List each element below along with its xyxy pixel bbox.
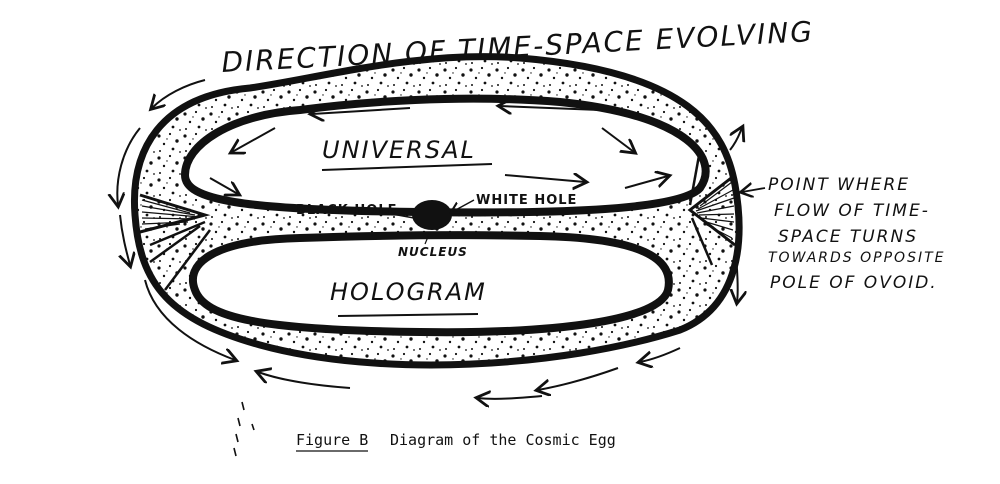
nucleus-dot: [412, 200, 452, 230]
point-note-pointer: [742, 188, 766, 192]
hologram-lobe: [188, 231, 673, 337]
hologram-underline: [337, 313, 479, 317]
outer-egg-outline: [130, 53, 743, 369]
figure-label: Figure B: [296, 431, 368, 449]
point-note: POINT WHERE FLOW OF TIME- SPACE TURNS TO…: [768, 175, 945, 293]
point-note-line-1: POINT WHERE: [768, 175, 910, 195]
universal-underline: [321, 163, 493, 171]
point-note-line-4: TOWARDS OPPOSITE: [768, 250, 945, 266]
caption-text: Diagram of the Cosmic Egg: [390, 431, 616, 449]
point-note-line-5: POLE OF OVOID.: [770, 273, 938, 293]
universal-label: UNIVERSAL: [322, 136, 476, 164]
hologram-label: HOLOGRAM: [330, 278, 487, 306]
white-hole-pointer: [452, 199, 475, 212]
inner-flow-arrows: [209, 106, 668, 194]
point-note-line-3: SPACE TURNS: [778, 227, 918, 247]
white-hole-label: WHITE HOLE: [476, 193, 577, 208]
black-hole-pointer: [391, 213, 415, 219]
left-cusp-hatching: [139, 193, 211, 291]
nucleus-pointer: [424, 231, 431, 245]
outer-flow-arrows: [117, 79, 742, 399]
point-note-line-2: FLOW OF TIME-: [774, 201, 930, 221]
right-cusp-hatching: [687, 149, 736, 266]
dotted-trail: [233, 401, 255, 457]
nucleus-label: NUCLEUS: [398, 245, 468, 259]
black-hole-label: BLACK HOLE: [296, 203, 398, 218]
